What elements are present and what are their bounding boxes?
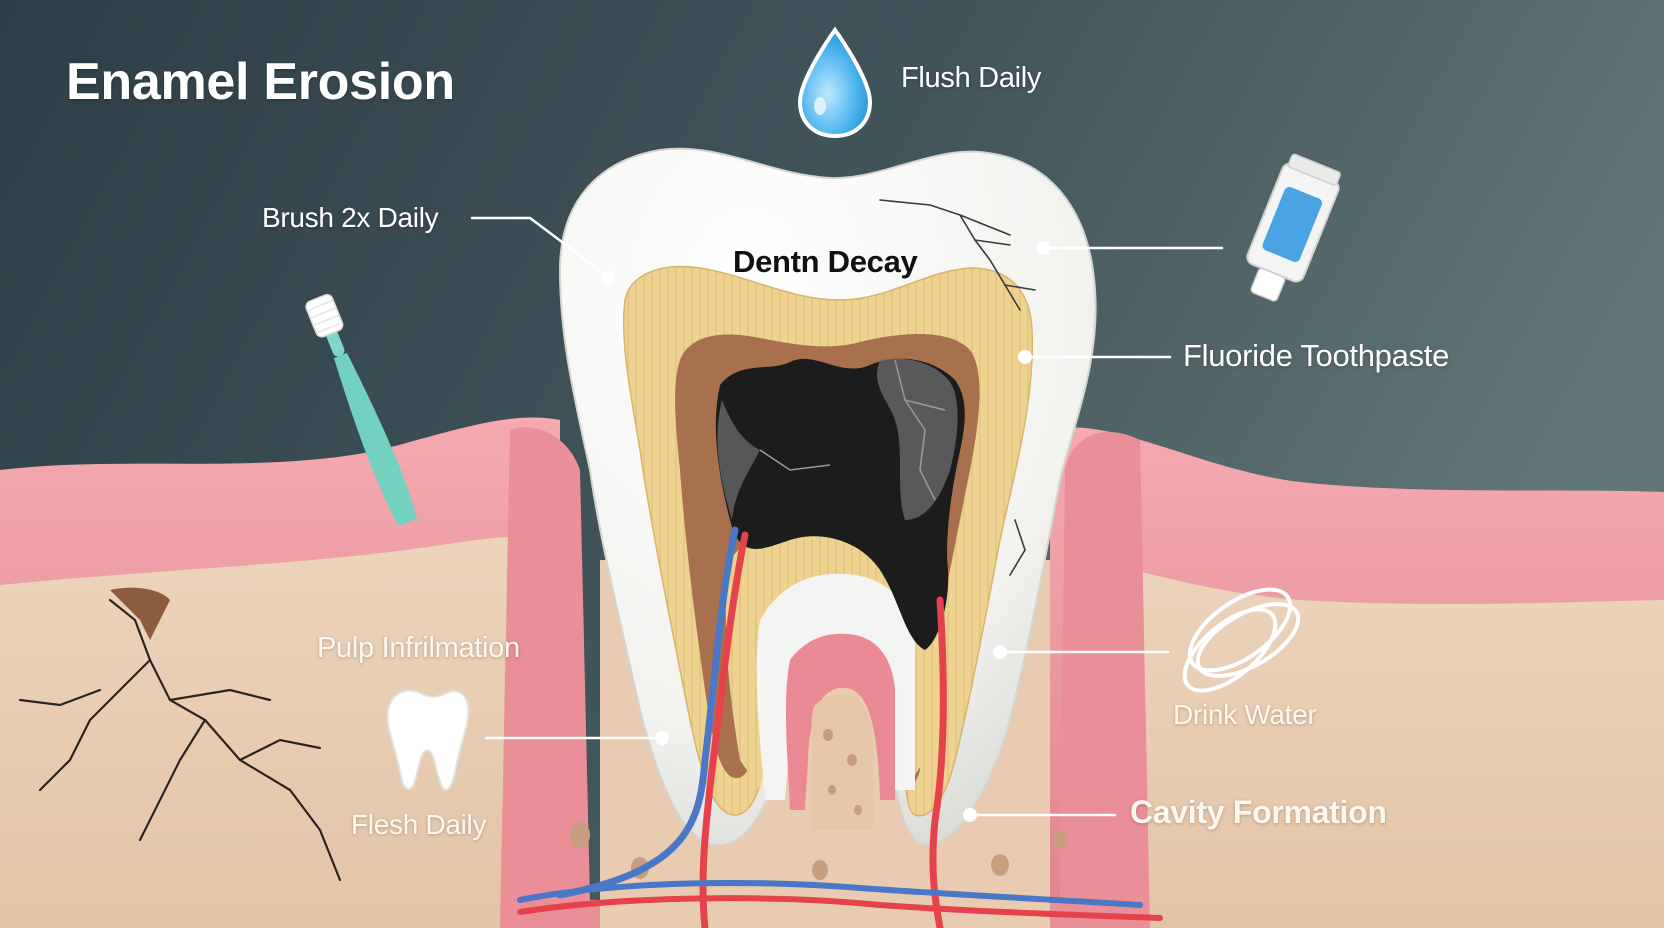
bone-inside-canal — [811, 694, 873, 830]
blood-vessels — [517, 526, 1163, 928]
enamel-cracks — [879, 199, 1036, 576]
canal-pores — [823, 729, 862, 815]
toothbrush-icon — [305, 293, 418, 527]
bone-cracks — [18, 598, 342, 882]
decay-gray-area — [877, 358, 958, 520]
toothpaste-tube-icon — [1246, 153, 1341, 302]
water-drop-icon — [797, 26, 873, 139]
leader-dots — [601, 241, 1050, 822]
vein-bottom — [517, 880, 1143, 908]
tooth-icon — [386, 689, 470, 792]
flush-daily-label: Flush Daily — [901, 62, 1042, 94]
page-title: Enamel Erosion — [66, 53, 455, 111]
drink-water-label: Drink Water — [1173, 699, 1317, 730]
bone-crack-gap — [110, 587, 170, 640]
pulp-inflammation-label: Pulp Infrilmation — [317, 632, 520, 664]
flesh-daily-label: Flesh Daily — [351, 809, 487, 840]
gum-collar — [500, 427, 1150, 928]
decay-gray-left — [717, 400, 760, 520]
decay-cracks — [759, 359, 946, 501]
fluoride-toothpaste-label: Fluoride Toothpaste — [1183, 338, 1450, 373]
leader-lines — [470, 216, 1224, 817]
root-canal-tissue — [785, 633, 895, 810]
dental-floss-icon — [1182, 587, 1301, 693]
dentin-decay-label: Dentn Decay — [733, 244, 918, 279]
vein-left — [556, 526, 739, 899]
artery-left — [699, 531, 749, 928]
brush-daily-label: Brush 2x Daily — [262, 202, 439, 233]
leader-brush — [470, 216, 610, 280]
artery-bottom — [517, 895, 1163, 921]
jaw-bone-right — [1070, 560, 1664, 928]
cavity-formation-label: Cavity Formation — [1130, 794, 1387, 830]
root-canal — [756, 573, 915, 800]
